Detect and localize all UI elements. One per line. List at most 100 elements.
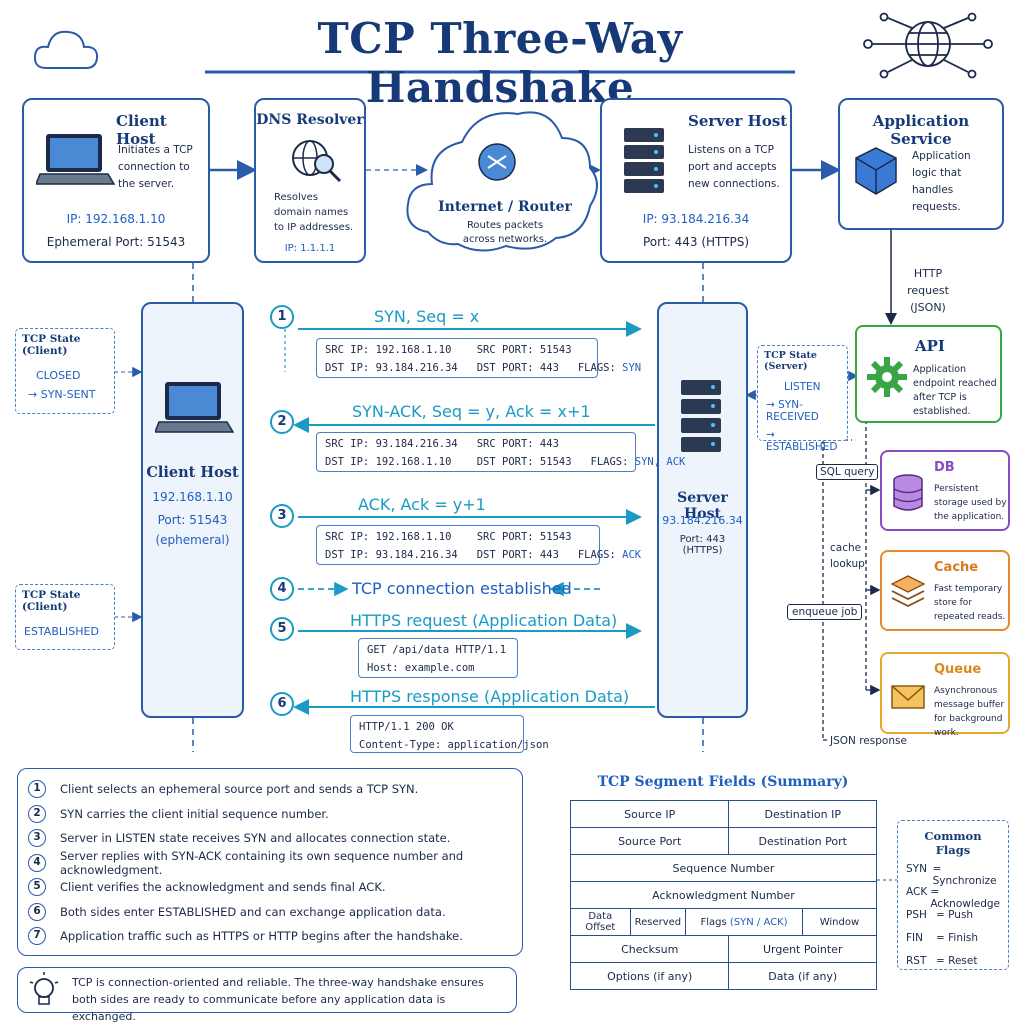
database-icon [893, 474, 923, 511]
internet-router-desc: Routes packets across networks. [462, 220, 548, 245]
summary-item-number: 4 [28, 853, 46, 872]
client-lifeline-port: Port: 51543 [157, 513, 228, 527]
step-1-packet: SRC IP: 192.168.1.10 SRC PORT: 51543 DST… [316, 338, 641, 378]
flag-item: ACK= Acknowledge [906, 886, 1000, 910]
flag-code: FIN [906, 932, 923, 944]
summary-item: 1 Client selects an ephemeral source port… [28, 777, 512, 802]
db-title: DB [934, 460, 955, 475]
dns-resolver-ip: IP: 1.1.1.1 [284, 243, 336, 254]
flag-item: RST = Reset [906, 955, 1000, 978]
field-destination-ip: Destination IP [728, 800, 877, 828]
client-lifeline-ip: 192.168.1.10 [152, 490, 233, 504]
client-lifeline-note: (ephemeral) [155, 533, 230, 547]
summary-item-text: SYN carries the client initial sequence … [60, 806, 329, 821]
step-3-marker: 3 [270, 504, 294, 528]
queue-card: Queue Asynchronous message buffer for ba… [880, 652, 1010, 738]
laptop-icon [155, 382, 235, 433]
step-4-marker: 4 [270, 577, 294, 601]
flag-meaning: = Push [936, 909, 974, 921]
field-data: Data (if any) [728, 962, 877, 990]
api-title: API [915, 337, 945, 355]
field-sequence-number: Sequence Number [570, 854, 877, 882]
enqueue-job-label: enqueue job [787, 604, 863, 620]
field-data-offset: Data Offset [570, 908, 631, 936]
client-lifeline: Client Host 192.168.1.10 Port: 51543 (ep… [141, 302, 244, 718]
client-host-desc: Initiates a TCP connection to the server… [118, 144, 193, 190]
flag-meaning: = Synchronize [932, 863, 997, 887]
server-rack-icon [681, 380, 721, 452]
client-host-ip: IP: 192.168.1.10 [66, 212, 166, 226]
field-flags: Flags (SYN / ACK) [685, 908, 803, 936]
flag-meaning: = Acknowledge [930, 886, 1000, 910]
server-rack-icon [624, 128, 664, 193]
step-2-packet: SRC IP: 93.184.216.34 SRC PORT: 443 DST … [316, 432, 685, 472]
step-6-packet: HTTP/1.1 200 OK Content-Type: applicatio… [350, 715, 549, 753]
server-state: TCP State (Server) LISTEN → SYN-RECEIVED… [757, 345, 848, 453]
field-source-port: Source Port [569, 827, 730, 855]
sql-query-label: SQL query [816, 464, 879, 480]
page-title: TCP Three-Way Handshake [317, 14, 683, 112]
step-3-label: ACK, Ack = y+1 [358, 495, 486, 514]
summary-item-number: 1 [28, 780, 46, 799]
step-5-packet: GET /api/data HTTP/1.1 Host: example.com [358, 638, 518, 678]
laptop-icon [36, 134, 116, 185]
flag-item: SYN = Synchronize [906, 863, 1000, 887]
step-4-label: TCP connection established [352, 579, 572, 598]
cache-card: Cache Fast temporary store for repeated … [880, 550, 1010, 631]
step-2-marker: 2 [270, 410, 294, 434]
step-3-packet: SRC IP: 192.168.1.10 SRC PORT: 51543 DST… [316, 525, 641, 565]
server-host-card: Server Host Listens on a TCP port and ac… [600, 98, 792, 263]
layers-icon [890, 575, 926, 608]
flag-item: PSH = Push [906, 909, 1000, 932]
lightbulb-icon [29, 972, 59, 1005]
summary-item-number: 5 [28, 878, 46, 897]
step-1-marker: 1 [270, 305, 294, 329]
field-options: Options (if any) [569, 962, 730, 990]
globe-search-icon [292, 140, 342, 183]
server-host-ip: IP: 93.184.216.34 [642, 212, 750, 226]
server-lifeline-title: Server Host [677, 490, 728, 522]
envelope-icon [891, 685, 925, 709]
dns-resolver-card: DNS Resolver Resolves domain names to IP… [254, 98, 366, 263]
server-lifeline-ip: 93.184.216.34 [662, 514, 743, 527]
step-6-label: HTTPS response (Application Data) [350, 687, 630, 706]
server-host-desc: Listens on a TCP port and accepts new co… [688, 144, 780, 190]
summary-item-text: Both sides enter ESTABLISHED and can exc… [60, 904, 446, 919]
step-5-marker: 5 [270, 617, 294, 641]
step-2-label: SYN-ACK, Seq = y, Ack = x+1 [352, 402, 591, 421]
internet-router-title: Internet / Router [438, 199, 572, 215]
server-host-title: Server Host [688, 112, 788, 130]
flag-meaning: = Reset [936, 955, 978, 967]
dns-resolver-title: DNS Resolver [256, 112, 364, 128]
field-reserved: Reserved [629, 908, 687, 936]
summary-item-text: Server in LISTEN state receives SYN and … [60, 831, 451, 846]
field-destination-port: Destination Port [728, 827, 877, 855]
server-lifeline-port: Port: 443 (HTTPS) [679, 534, 726, 556]
flag-code: SYN [906, 863, 927, 875]
db-desc: Persistent storage used by the applicati… [934, 484, 1007, 522]
summary-item-number: 3 [28, 829, 46, 848]
api-desc: Application endpoint reached after TCP i… [913, 364, 997, 417]
step-1-label: SYN, Seq = x [374, 307, 480, 326]
cache-desc: Fast temporary store for repeated reads. [934, 584, 1006, 622]
tip-box: TCP is connection-oriented and reliable.… [17, 967, 517, 1023]
step-5-label: HTTPS request (Application Data) [350, 611, 618, 630]
flag-code: RST [906, 955, 927, 967]
field-checksum: Checksum [569, 935, 730, 963]
gear-icon [867, 357, 907, 397]
steps-summary-list: 1 Client selects an ephemeral source port… [28, 777, 512, 949]
flag-code: PSH [906, 909, 927, 921]
cube-icon [855, 147, 897, 195]
http-request-label: HTTP request (JSON) [907, 267, 949, 314]
summary-item-text: Client selects an ephemeral source port … [60, 782, 419, 797]
server-host-port: Port: 443 (HTTPS) [642, 235, 750, 249]
flag-code: ACK [906, 886, 928, 898]
field-urgent-pointer: Urgent Pointer [728, 935, 877, 963]
json-response-label: JSON response [830, 735, 907, 747]
summary-item-text: Client verifies the acknowledgment and s… [60, 880, 386, 895]
